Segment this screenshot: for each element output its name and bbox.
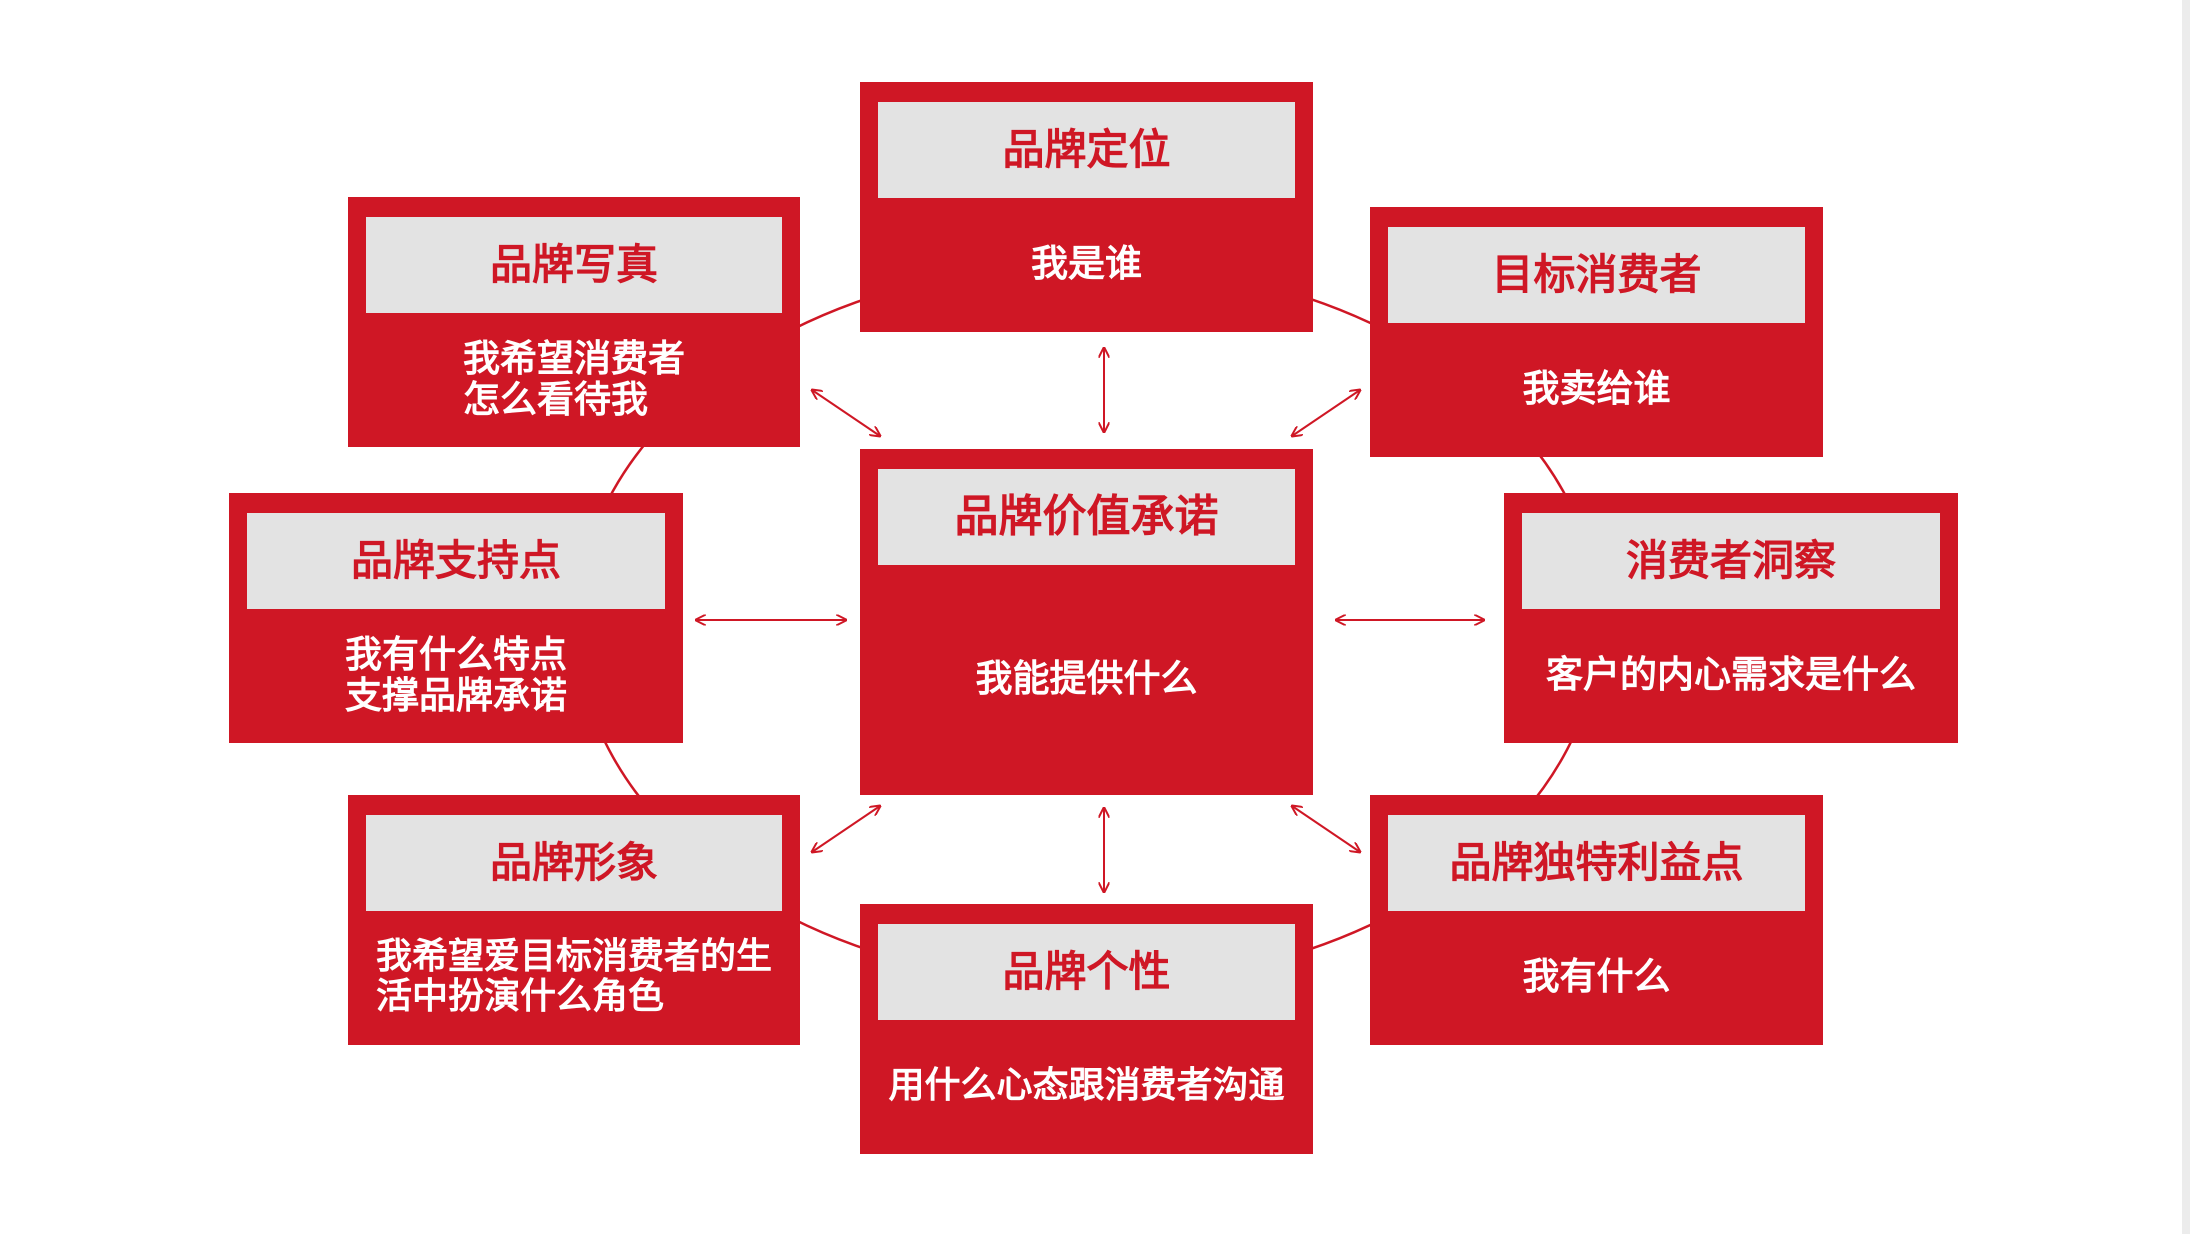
node-brand-portrait: 品牌写真 我希望消费者 怎么看待我	[348, 197, 800, 447]
node-title: 品牌个性	[878, 924, 1295, 1020]
arrow-bottom-right	[1292, 806, 1360, 852]
node-title: 品牌价值承诺	[878, 469, 1295, 565]
node-desc: 用什么心态跟消费者沟通	[888, 1064, 1285, 1106]
node-value-promise: 品牌价值承诺 我能提供什么	[860, 449, 1313, 795]
node-title: 品牌定位	[878, 102, 1295, 198]
node-brand-image: 品牌形象 我希望爱目标消费者的生 活中扮演什么角色	[348, 795, 800, 1045]
node-desc: 我是谁	[1031, 242, 1142, 286]
node-desc: 我能提供什么	[975, 657, 1198, 701]
node-title: 消费者洞察	[1522, 513, 1940, 609]
right-edge-bar	[2182, 0, 2190, 1234]
node-title: 品牌独特利益点	[1388, 815, 1805, 911]
arrow-bottom-left	[812, 806, 880, 852]
arrow-top-right	[1292, 390, 1360, 436]
node-title: 目标消费者	[1388, 227, 1805, 323]
node-unique-benefit: 品牌独特利益点 我有什么	[1370, 795, 1823, 1045]
node-title: 品牌形象	[366, 815, 782, 911]
node-consumer-insight: 消费者洞察 客户的内心需求是什么	[1504, 493, 1958, 743]
node-desc: 我有什么特点 支撑品牌承诺	[345, 632, 567, 717]
node-desc: 我希望消费者 怎么看待我	[463, 336, 685, 421]
node-support-points: 品牌支持点 我有什么特点 支撑品牌承诺	[229, 493, 683, 743]
node-desc: 我卖给谁	[1522, 367, 1671, 411]
node-title: 品牌支持点	[247, 513, 665, 609]
node-desc: 我有什么	[1522, 955, 1671, 999]
arrow-top-left	[812, 390, 880, 436]
node-personality: 品牌个性 用什么心态跟消费者沟通	[860, 904, 1313, 1154]
node-desc: 客户的内心需求是什么	[1546, 653, 1916, 697]
node-target-consumer: 目标消费者 我卖给谁	[1370, 207, 1823, 457]
node-title: 品牌写真	[366, 217, 782, 313]
node-desc: 我希望爱目标消费者的生 活中扮演什么角色	[375, 935, 772, 1017]
node-positioning: 品牌定位 我是谁	[860, 82, 1313, 332]
